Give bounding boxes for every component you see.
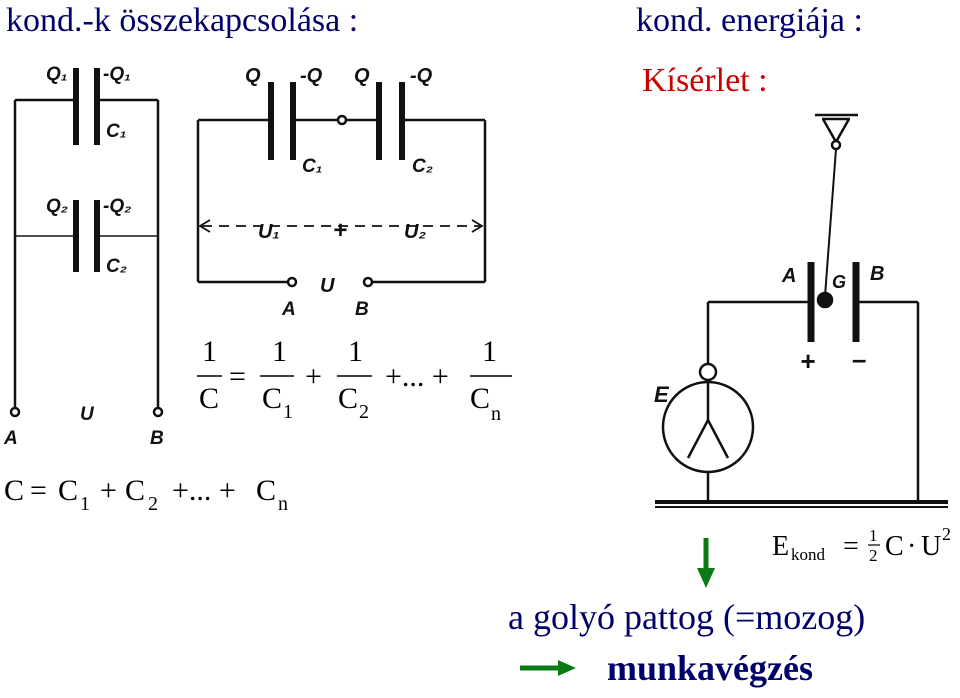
en-sub: kond	[791, 545, 826, 564]
fs-t1-num: 1	[272, 335, 287, 368]
fp-dots: +... +	[172, 474, 236, 507]
experiment-circuit	[655, 113, 948, 508]
fs-dots: +... +	[385, 360, 449, 393]
fs-t1-den: C	[262, 382, 282, 415]
series-circuit	[196, 82, 487, 288]
en-c: C	[885, 531, 904, 562]
fp-c1: C	[58, 474, 78, 507]
fs-lhs-num: 1	[202, 335, 217, 368]
fp-c2: C	[125, 474, 145, 507]
label-c1: C₁	[106, 121, 126, 142]
fs-t2-den: C	[338, 382, 358, 415]
en-exp: 2	[942, 524, 951, 544]
fs-lhs-den: C	[199, 382, 219, 415]
label-mq-left: -Q	[300, 65, 323, 87]
arrows	[520, 538, 715, 676]
label-q1: Q₁	[46, 64, 67, 85]
label-u2: U₂	[404, 221, 426, 243]
label-e-electroscope: E	[654, 382, 670, 407]
fs-plus: +	[305, 360, 322, 393]
label-mq2: -Q₂	[103, 196, 131, 217]
fp-s1: 1	[80, 493, 90, 515]
label-a-series: A	[281, 299, 296, 320]
fs-tn-num: 1	[482, 335, 497, 368]
conclusion-line2: munkavégzés	[607, 648, 813, 688]
en-e: E	[772, 531, 789, 562]
label-q-right: Q	[354, 65, 370, 87]
title-connection: kond.-k összekapcsolása :	[6, 2, 359, 39]
label-c2: C₂	[106, 256, 127, 277]
en-u: U	[921, 531, 941, 562]
title-energy: kond. energiája :	[636, 2, 863, 39]
label-g-ball: G	[832, 272, 846, 292]
en-num: 1	[869, 526, 878, 545]
fp-s2: 2	[148, 493, 158, 515]
fraction-bars	[197, 375, 880, 546]
label-b-parallel: B	[150, 428, 164, 449]
label-c1-series: C₁	[302, 156, 322, 177]
down-arrow-head	[697, 568, 715, 588]
fp-eq: =	[30, 474, 47, 507]
fs-eq: =	[229, 360, 246, 393]
conclusion-line1: a golyó pattog (=mozog)	[508, 597, 866, 637]
fs-t2-sub: 2	[359, 401, 369, 423]
label-plus-series: +	[333, 217, 347, 244]
parallel-circuit	[9, 68, 164, 418]
en-den: 2	[869, 546, 878, 565]
label-q2: Q₂	[46, 196, 68, 217]
fs-t2-num: 1	[348, 335, 363, 368]
fs-tn-den: C	[470, 382, 490, 415]
fp-cn: C	[256, 474, 276, 507]
label-mq1: -Q₁	[103, 64, 131, 85]
fp-sn: n	[278, 493, 288, 515]
label-a-parallel: A	[3, 428, 18, 449]
label-u1: U₁	[258, 221, 279, 243]
fp-c: C	[4, 474, 24, 507]
label-a-plate: A	[781, 265, 796, 287]
en-dot: ·	[907, 531, 916, 562]
label-u-series: U	[320, 275, 335, 297]
label-b-series: B	[355, 299, 369, 320]
label-b-plate: B	[870, 263, 884, 285]
label-minus-plate: –	[852, 344, 866, 374]
fs-t1-sub: 1	[283, 401, 293, 423]
label-c2-series: C₂	[412, 156, 433, 177]
label-mq-right: -Q	[410, 65, 433, 87]
right-arrow-head	[558, 660, 576, 676]
label-q-left: Q	[245, 65, 261, 87]
title-experiment: Kísérlet :	[642, 62, 768, 99]
fs-tn-sub: n	[491, 403, 501, 425]
label-plus-plate: +	[800, 346, 815, 376]
fp-plus: +	[100, 474, 117, 507]
en-eq: =	[843, 531, 859, 562]
label-u-parallel: U	[80, 404, 95, 425]
